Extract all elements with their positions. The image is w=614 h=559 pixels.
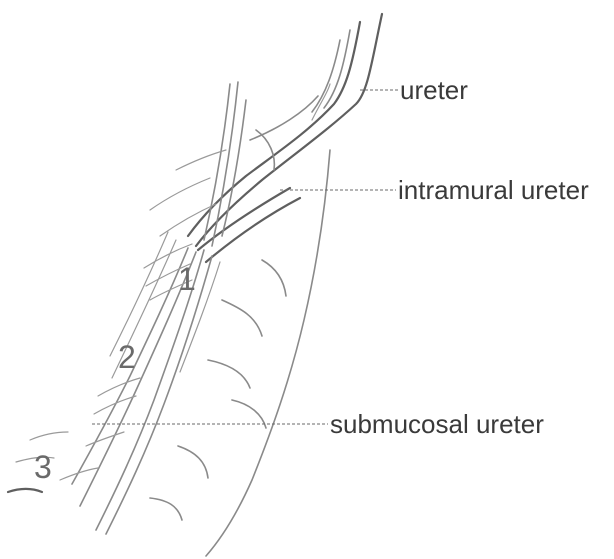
marker-3: 3: [34, 449, 52, 485]
label-intramural-ureter: intramural ureter: [398, 175, 589, 205]
label-submucosal-ureter: submucosal ureter: [330, 409, 544, 439]
marker-1: 1: [178, 261, 196, 297]
submucosal-strands: [72, 82, 246, 534]
marker-2: 2: [118, 339, 136, 375]
ureter-tube: [188, 14, 382, 246]
label-ureter: ureter: [400, 75, 468, 105]
